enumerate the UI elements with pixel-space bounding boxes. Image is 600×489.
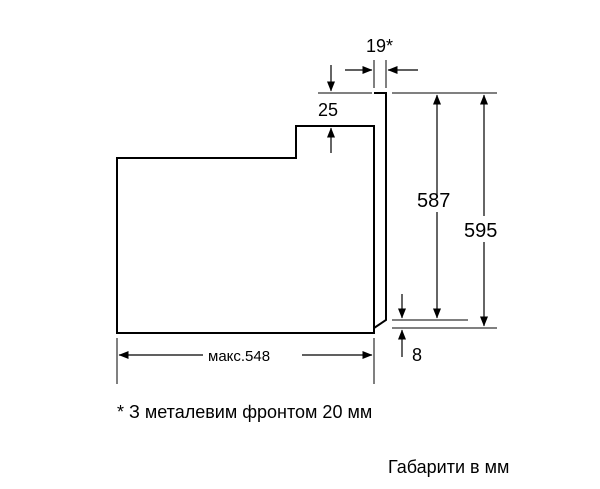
- bottom-offset-label: 8: [412, 345, 422, 365]
- footnote: * З металевим фронтом 20 мм: [117, 402, 373, 422]
- oven-body-outline: [116, 125, 375, 334]
- units-caption: Габарити в мм: [388, 457, 510, 477]
- front-panel: [373, 92, 387, 329]
- step-height-label: 25: [318, 100, 338, 120]
- max-depth-label: макс.548: [208, 348, 270, 365]
- inner-height-label: 587: [417, 190, 450, 212]
- front-thickness-label: 19*: [366, 36, 393, 56]
- total-height-label: 595: [464, 220, 497, 242]
